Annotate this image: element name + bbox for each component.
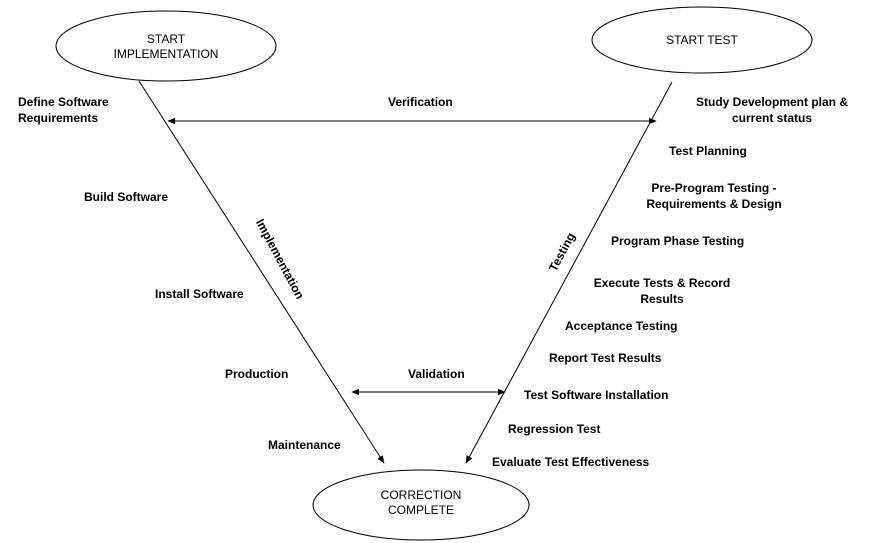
step-program-phase-testing: Program Phase Testing xyxy=(611,234,745,248)
start-implementation-ellipse xyxy=(55,10,277,82)
step-install-software: Install Software xyxy=(155,287,244,301)
step-pre-program-testing: Pre-Program Testing - Requirements & Des… xyxy=(646,181,782,211)
testing-line xyxy=(465,81,673,464)
validation-label: Validation xyxy=(408,367,465,381)
verification-label: Verification xyxy=(388,95,453,109)
correction-complete-ellipse xyxy=(312,469,530,541)
step-test-planning: Test Planning xyxy=(669,144,747,158)
step-report-test-results: Report Test Results xyxy=(549,351,662,365)
step-study-development-plan: Study Development plan & current status xyxy=(695,95,849,125)
start-test-ellipse xyxy=(591,6,813,74)
step-production: Production xyxy=(225,367,289,381)
implementation-line xyxy=(138,80,385,464)
step-maintenance: Maintenance xyxy=(268,438,341,452)
step-build-software: Build Software xyxy=(84,190,169,204)
start-test-label: START TEST xyxy=(666,33,738,47)
step-evaluate-test-effectiveness: Evaluate Test Effectiveness xyxy=(492,455,650,469)
step-test-software-installation: Test Software Installation xyxy=(524,388,669,402)
step-execute-tests: Execute Tests & Record Results xyxy=(593,276,731,306)
step-define-software-requirements: Define Software Requirements xyxy=(18,95,109,125)
step-regression-test: Regression Test xyxy=(508,422,601,436)
step-acceptance-testing: Acceptance Testing xyxy=(565,319,678,333)
correction-complete-label: CORRECTION COMPLETE xyxy=(380,488,462,517)
start-implementation-label: START IMPLEMENTATION xyxy=(113,32,219,61)
